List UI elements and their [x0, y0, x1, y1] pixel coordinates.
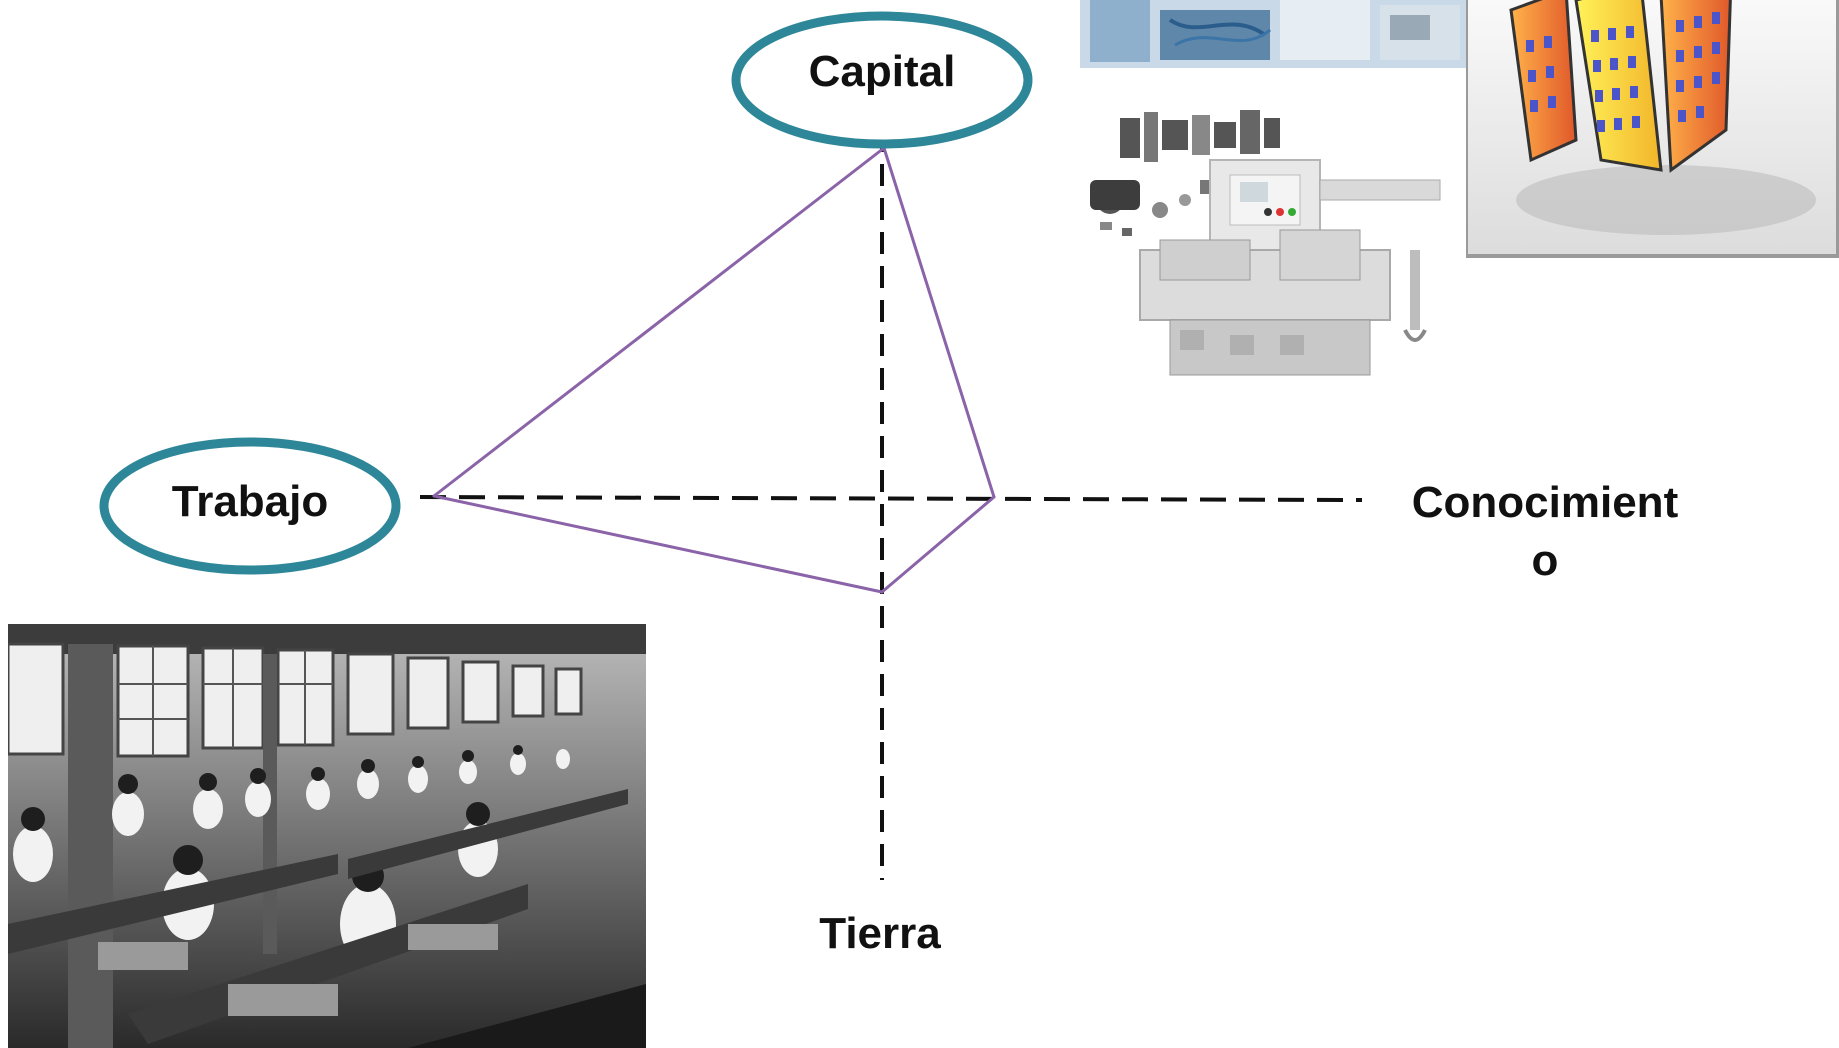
trabajo-ellipse — [99, 437, 401, 575]
capital-conocimiento-edge — [882, 146, 996, 499]
horizontal-axis-line — [419, 495, 1363, 502]
conocimiento-tierra-edge — [880, 495, 996, 594]
conocimiento-label-line2: o — [1531, 536, 1559, 585]
buildings-image — [1466, 0, 1839, 262]
machinery-image — [1080, 0, 1500, 380]
conocimiento-label: Conocimient o — [1380, 474, 1710, 590]
conocimiento-label-line1: Conocimient — [1411, 478, 1679, 527]
capital-label: Capital — [808, 47, 956, 96]
trabajo-label: Trabajo — [171, 477, 329, 526]
capital-ellipse — [731, 11, 1033, 149]
factory-photo — [8, 624, 646, 1048]
trabajo-tierra-edge — [432, 494, 884, 594]
capital-trabajo-edge — [432, 146, 886, 498]
tierra-label: Tierra — [819, 909, 941, 958]
